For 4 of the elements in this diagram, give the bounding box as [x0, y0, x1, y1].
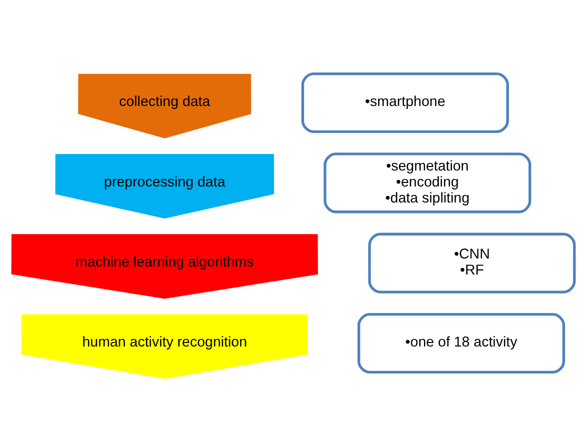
- node-box: •segmetation •encoding •data sipliting: [324, 152, 532, 213]
- node-box: •smartphone: [301, 72, 509, 133]
- node-box: •CNN •RF: [368, 232, 576, 293]
- node-box: •one of 18 activity: [358, 312, 566, 374]
